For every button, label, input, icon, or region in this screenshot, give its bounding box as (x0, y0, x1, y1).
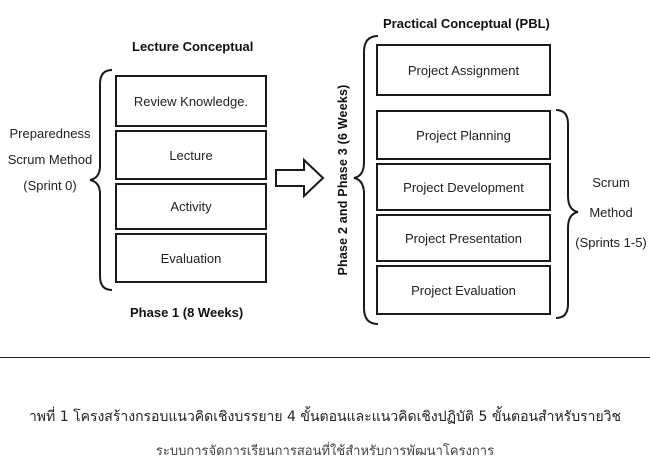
box-review-knowledge: Review Knowledge. (115, 75, 267, 127)
box-lecture: Lecture (115, 130, 267, 180)
left-brace-icon (89, 69, 113, 291)
box-project-assignment: Project Assignment (376, 44, 551, 96)
sprints-1-5-label: (Sprints 1-5) (575, 235, 647, 250)
phase-1-label: Phase 1 (8 Weeks) (130, 305, 244, 320)
sprint-0-label: (Sprint 0) (23, 178, 77, 193)
scrum-label: Scrum (592, 175, 630, 190)
section-divider (0, 357, 650, 358)
method-label: Method (589, 205, 633, 220)
lecture-conceptual-title: Lecture Conceptual (132, 39, 254, 54)
box-project-development: Project Development (376, 163, 551, 211)
preparedness-label: Preparedness (9, 126, 91, 141)
box-project-presentation: Project Presentation (376, 214, 551, 262)
practical-brace-icon (353, 35, 379, 325)
diagram-connectors (89, 35, 579, 325)
box-project-evaluation: Project Evaluation (376, 265, 551, 315)
box-project-planning: Project Planning (376, 110, 551, 160)
box-evaluation: Evaluation (115, 233, 267, 283)
scrum-brace-icon (555, 109, 579, 319)
scrum-method-sprints-text: Scrum Method (Sprints 1-5) (572, 168, 650, 258)
phase-2-3-text: Phase 2 and Phase 3 (6 Weeks) (336, 84, 350, 276)
scrum-method-label: Scrum Method (7, 152, 93, 167)
preparedness-scrum-text: Preparedness Scrum Method (Sprint 0) (4, 121, 96, 199)
hollow-arrow-icon (275, 157, 325, 199)
box-activity: Activity (115, 183, 267, 230)
figure-caption-line-2: ระบบการจัดการเรียนการสอนที่ใช้สำหรับการพ… (155, 444, 495, 459)
practical-conceptual-title: Practical Conceptual (PBL) (383, 16, 550, 31)
figure-caption-line-1: าพที่ 1 โครงสร้างกรอบแนวคิดเชิงบรรยาย 4 … (28, 409, 622, 425)
